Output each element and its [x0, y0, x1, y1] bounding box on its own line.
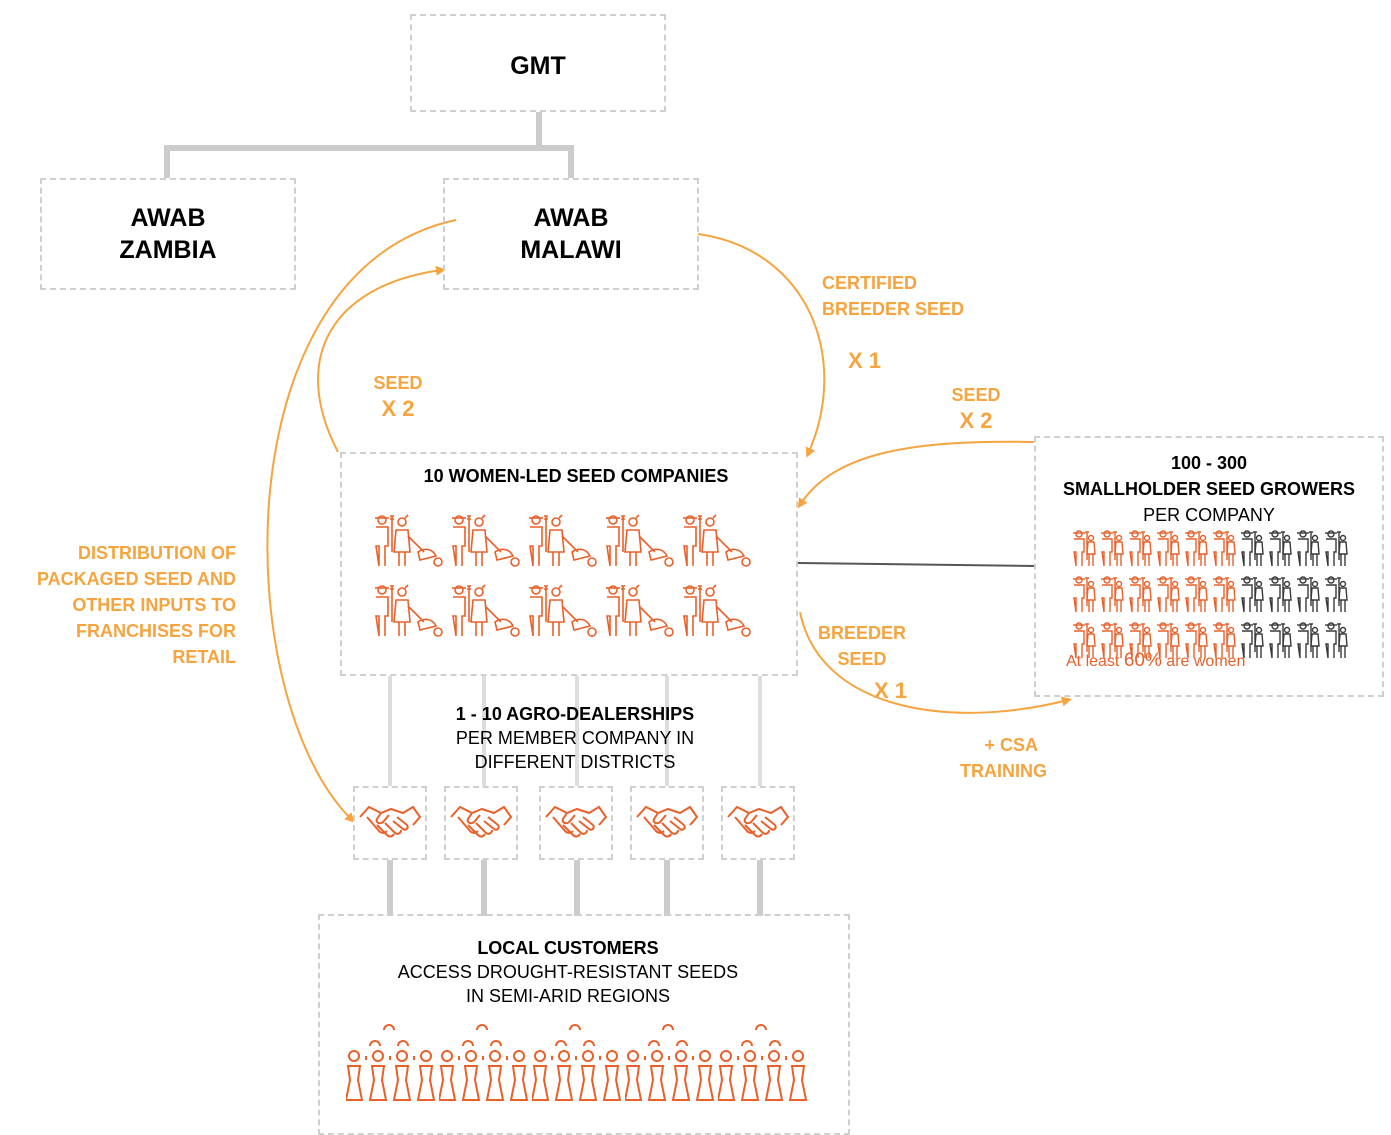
seed-grower-person-icon	[1154, 528, 1180, 568]
distribution-arrow	[266, 219, 457, 823]
people-group-icon	[344, 1020, 438, 1104]
seed-grower-person-icon	[1098, 620, 1124, 660]
smallholders-per-company: PER COMPANY	[1143, 505, 1275, 525]
agro-dealerships-label: 1 - 10 AGRO-DEALERSHIPS PER MEMBER COMPA…	[360, 702, 790, 774]
people-group-icon	[623, 1020, 717, 1104]
people-group-icon	[716, 1020, 810, 1104]
seed-grower-person-icon	[1294, 620, 1320, 660]
smallholders-box	[1034, 436, 1384, 697]
seed-grower-person-icon	[1154, 574, 1180, 614]
awab-zambia-box	[40, 178, 296, 290]
tree-connectors	[164, 112, 574, 178]
seed-grower-person-icon	[1322, 528, 1348, 568]
seed-grower-person-icon	[1070, 574, 1096, 614]
breeder-multiplier: X 1	[874, 678, 908, 703]
breeder-to-growers-arrow	[799, 611, 1072, 714]
certified-label: CERTIFIED BREEDER SEED	[822, 273, 965, 319]
farmer-couple-with-wheelbarrow-icon	[526, 582, 602, 638]
customer-connectors	[387, 860, 763, 916]
awab-malawi-line2: MALAWI	[520, 236, 622, 264]
smallholders-title: SMALLHOLDER SEED GROWERS	[1062, 479, 1355, 499]
agro-dealerships-line3: DIFFERENT DISTRICTS	[474, 752, 676, 772]
seed-to-awab-arrow	[317, 265, 446, 453]
seed-grower-person-icon	[1266, 620, 1292, 660]
local-customers-box	[318, 914, 850, 1135]
seed-grower-person-icon	[1210, 528, 1236, 568]
companies-growers-link	[797, 562, 1037, 567]
farmer-couple-with-wheelbarrow-icon	[680, 582, 756, 638]
distribution-label: DISTRIBUTION OF PACKAGED SEED AND OTHER …	[36, 543, 236, 667]
seed-grower-person-icon	[1266, 528, 1292, 568]
local-customers-line2: ACCESS DROUGHT-RESISTANT SEEDS	[397, 962, 739, 982]
seed-grower-person-icon	[1294, 574, 1320, 614]
seed-grower-person-icon	[1182, 620, 1208, 660]
farmer-couple-with-wheelbarrow-icon	[603, 582, 679, 638]
seed-companies-title: 10 WOMEN-LED SEED COMPANIES	[423, 466, 729, 486]
smallholders-label: 100 - 300 SMALLHOLDER SEED GROWERS PER C…	[1034, 450, 1384, 528]
farmer-couple-with-wheelbarrow-icon	[449, 512, 525, 568]
seed-left-label: SEED X 2	[373, 373, 423, 421]
farmer-couple-with-wheelbarrow-icon	[526, 512, 602, 568]
gmt-box	[410, 14, 666, 112]
awab-zambia-label: AWAB ZAMBIA	[40, 202, 296, 266]
people-group-icon	[530, 1020, 624, 1104]
seed-right-label: SEED X 2	[951, 385, 1001, 433]
seed-grower-person-icon	[1070, 528, 1096, 568]
seed-grower-person-icon	[1154, 620, 1180, 660]
seed-grower-person-icon	[1238, 574, 1264, 614]
certified-breeder-arrow	[697, 233, 826, 458]
seed-grower-person-icon	[1266, 574, 1292, 614]
seed-grower-person-icon	[1294, 528, 1320, 568]
women-share-note: At least 60% are women	[1066, 650, 1246, 671]
certified-multiplier: X 1	[848, 348, 882, 373]
agro-dealerships-title: 1 - 10 AGRO-DEALERSHIPS	[455, 704, 695, 724]
farmer-couple-with-wheelbarrow-icon	[372, 512, 448, 568]
dealership-connectors	[388, 676, 762, 786]
local-customers-title: LOCAL CUSTOMERS	[477, 938, 659, 958]
seed-grower-person-icon	[1182, 528, 1208, 568]
awab-malawi-box	[443, 178, 699, 290]
gmt-branch-connector	[164, 145, 574, 178]
seed-grower-person-icon	[1322, 620, 1348, 660]
awab-malawi-line1: AWAB	[533, 204, 609, 232]
handshake-icon	[634, 803, 700, 843]
csa-training-label: + CSA TRAINING	[960, 735, 1047, 781]
farmer-couple-with-wheelbarrow-icon	[372, 582, 448, 638]
handshake-icon	[357, 803, 423, 843]
seed-grower-person-icon	[1098, 528, 1124, 568]
breeder-label: BREEDER SEED	[817, 623, 906, 669]
seed-grower-person-icon	[1126, 620, 1152, 660]
women-share-value: 60%	[1123, 650, 1162, 671]
seed-grower-person-icon	[1098, 574, 1124, 614]
agro-dealerships-line2: PER MEMBER COMPANY IN	[455, 728, 695, 748]
local-customers-label: LOCAL CUSTOMERS ACCESS DROUGHT-RESISTANT…	[318, 936, 818, 1008]
seed-to-companies-arrow	[797, 440, 1035, 509]
handshake-icon	[543, 803, 609, 843]
seed-grower-person-icon	[1210, 574, 1236, 614]
flow-arrows	[266, 219, 1072, 823]
seed-grower-person-icon	[1070, 620, 1096, 660]
awab-malawi-label: AWAB MALAWI	[443, 202, 699, 266]
gmt-label: GMT	[510, 52, 566, 80]
seed-grower-person-icon	[1126, 574, 1152, 614]
seed-grower-person-icon	[1182, 574, 1208, 614]
seed-grower-person-icon	[1322, 574, 1348, 614]
farmer-couple-with-wheelbarrow-icon	[449, 582, 525, 638]
people-group-icon	[437, 1020, 531, 1104]
seed-grower-person-icon	[1210, 620, 1236, 660]
seed-companies-box	[340, 452, 798, 676]
seed-grower-person-icon	[1238, 620, 1264, 660]
smallholders-range: 100 - 300	[1170, 453, 1248, 473]
awab-zambia-line1: AWAB	[130, 204, 206, 232]
handshake-icon	[448, 803, 514, 843]
handshake-icon	[725, 803, 791, 843]
farmer-couple-with-wheelbarrow-icon	[680, 512, 756, 568]
awab-zambia-line2: ZAMBIA	[119, 236, 217, 264]
local-customers-line3: IN SEMI-ARID REGIONS	[465, 986, 671, 1006]
seed-grower-person-icon	[1238, 528, 1264, 568]
farmer-couple-with-wheelbarrow-icon	[603, 512, 679, 568]
seed-grower-person-icon	[1126, 528, 1152, 568]
